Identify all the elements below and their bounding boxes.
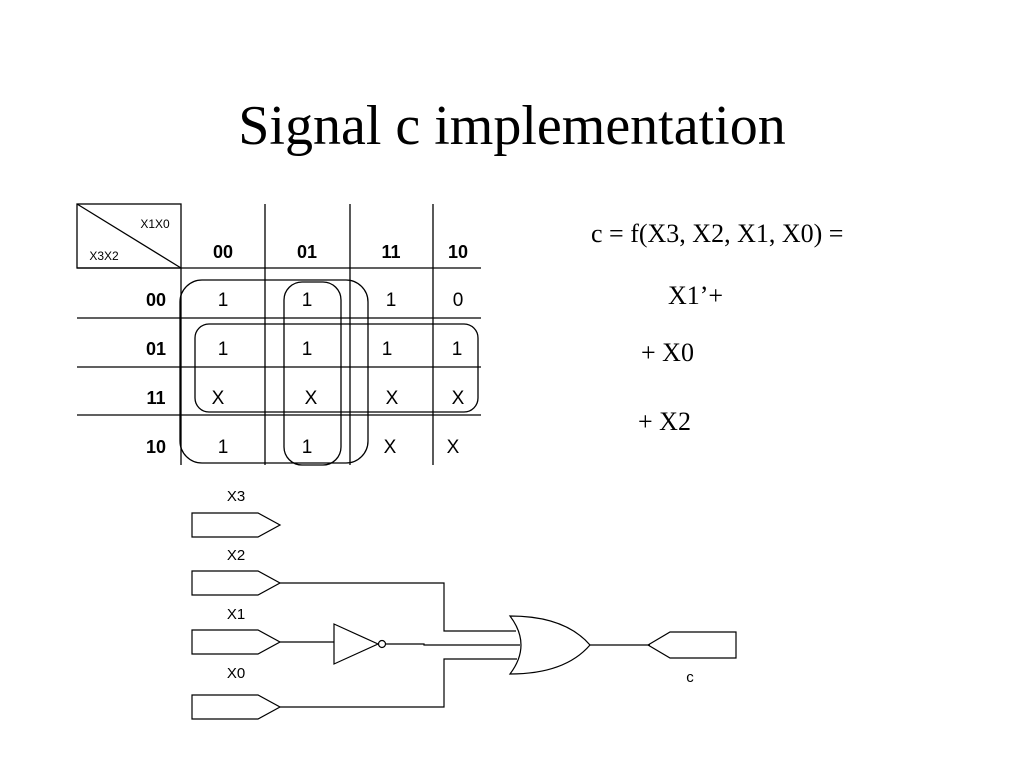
kmap-row-header: 11 bbox=[146, 388, 165, 408]
kmap-cell: 1 bbox=[386, 290, 397, 311]
input-pin-x2 bbox=[191, 570, 282, 596]
kmap-cell: X bbox=[384, 437, 397, 458]
kmap-row-header: 10 bbox=[146, 437, 166, 457]
kmap-col-header: 01 bbox=[297, 242, 317, 262]
kmap-cell: 1 bbox=[382, 339, 393, 360]
input-label-x1: X1 bbox=[227, 606, 245, 623]
kmap-cell: X bbox=[447, 437, 460, 458]
kmap-row-header: 00 bbox=[146, 290, 166, 310]
kmap-cell: 1 bbox=[302, 290, 313, 311]
wire-x1-not bbox=[385, 643, 520, 646]
slide-title: Signal c implementation bbox=[238, 95, 786, 157]
equation-line: c = f(X3, X2, X1, X0) = bbox=[591, 219, 844, 248]
kmap-corner-col-var: X1X0 bbox=[140, 217, 170, 231]
kmap-cell: 1 bbox=[218, 437, 229, 458]
or-gate bbox=[508, 615, 591, 675]
kmap-row-header: 01 bbox=[146, 339, 166, 359]
wire-x2 bbox=[280, 582, 516, 632]
kmap-cell: X bbox=[386, 388, 399, 409]
kmap-cell: 1 bbox=[452, 339, 463, 360]
kmap-cell: 0 bbox=[453, 290, 464, 311]
logic-circuit bbox=[191, 512, 737, 720]
equation-term-x2: + X2 bbox=[638, 407, 691, 436]
kmap-col-header: 11 bbox=[381, 242, 400, 262]
not-gate-bubble bbox=[377, 639, 387, 649]
circuit-labels: X3 X2 X1 X0 c bbox=[227, 488, 694, 686]
input-label-x3: X3 bbox=[227, 488, 245, 505]
output-pin-c bbox=[646, 631, 737, 659]
karnaugh-map bbox=[76, 203, 481, 466]
kmap-cell: 1 bbox=[302, 339, 313, 360]
kmap-cell: 1 bbox=[302, 437, 313, 458]
kmap-corner-diagonal bbox=[76, 203, 182, 269]
kmap-cell: X bbox=[452, 388, 465, 409]
equation-term-x1-not: X1’+ bbox=[668, 281, 724, 310]
kmap-group-x0 bbox=[179, 279, 369, 464]
kmap-cell: 1 bbox=[218, 339, 229, 360]
output-label-c: c bbox=[686, 669, 694, 686]
input-pin-x0 bbox=[191, 694, 282, 720]
input-pin-x1 bbox=[191, 629, 282, 655]
kmap-group-x2 bbox=[194, 323, 479, 413]
kmap-cell: 1 bbox=[218, 290, 229, 311]
input-label-x2: X2 bbox=[227, 547, 245, 564]
kmap-cell: X bbox=[305, 388, 318, 409]
kmap-cell: X bbox=[212, 388, 225, 409]
wire-x0 bbox=[280, 658, 517, 708]
equation-term-x0: + X0 bbox=[641, 338, 694, 367]
kmap-col-header: 00 bbox=[213, 242, 233, 262]
input-label-x0: X0 bbox=[227, 665, 245, 682]
kmap-labels: X1X0 X3X2 00 01 11 10 00 01 11 10 1 1 1 … bbox=[89, 217, 468, 458]
input-pin-x3 bbox=[191, 512, 282, 538]
not-gate bbox=[333, 623, 380, 665]
kmap-col-header: 10 bbox=[448, 242, 468, 262]
kmap-corner-row-var: X3X2 bbox=[89, 249, 119, 263]
kmap-group-x1-not bbox=[283, 281, 342, 466]
